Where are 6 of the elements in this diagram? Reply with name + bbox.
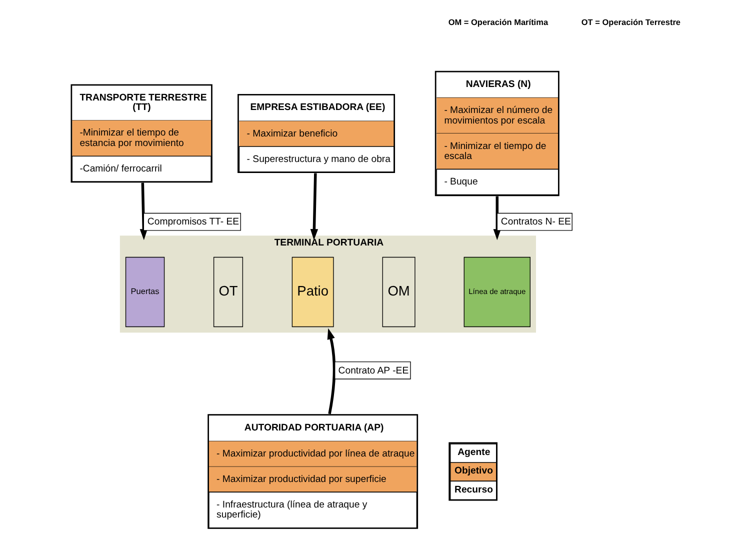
legend-label: Agente: [458, 447, 490, 458]
legend-label: Objetivo: [454, 466, 493, 477]
edge-label: Contratos N- EE: [500, 216, 571, 228]
legend-label: Recurso: [454, 484, 493, 496]
edge-label: Contrato AP -EE: [338, 365, 409, 376]
edge-label: Compromisos TT- EE: [147, 216, 240, 228]
